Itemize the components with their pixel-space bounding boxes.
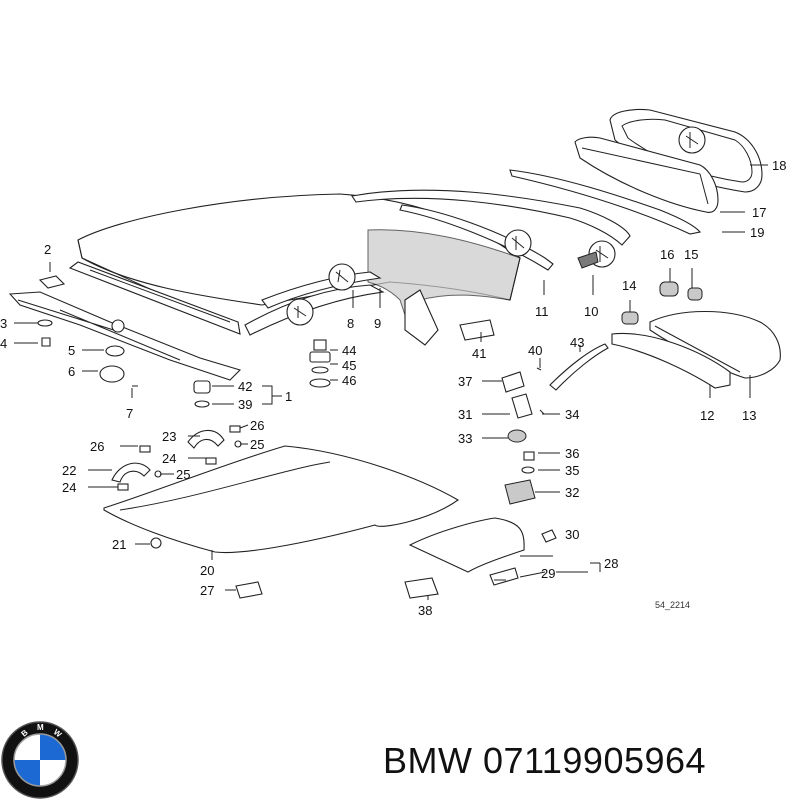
rear-panel [611,311,781,389]
callout-31: 31 [458,407,472,422]
callout-24a: 24 [162,451,176,466]
callout-33: 33 [458,431,472,446]
hardtop-shell [77,193,521,332]
callout-26a: 26 [90,439,104,454]
callout-21: 21 [112,537,126,552]
callout-27: 27 [200,583,214,598]
callout-45: 45 [342,358,356,373]
svg-text:W: W [52,727,64,739]
callout-43: 43 [570,335,584,350]
callout-34: 34 [565,407,579,422]
callout-36: 36 [565,446,579,461]
latch-parts [459,319,609,505]
callout-15: 15 [684,247,698,262]
stop-buffers [309,339,331,388]
callout-35: 35 [565,463,579,478]
callout-40: 40 [528,343,542,358]
callout-14: 14 [622,278,636,293]
drawing-code: 54_2214 [655,600,690,610]
callout-25b: 25 [176,467,190,482]
callout-24b: 24 [62,480,76,495]
part-number: 07119905964 [483,740,707,781]
callout-25a: 25 [250,437,264,452]
callout-32: 32 [565,485,579,500]
callout-8: 8 [347,316,354,331]
grab-handles [111,425,263,599]
callout-22: 22 [62,463,76,478]
callout-12: 12 [700,408,714,423]
trim-panel [404,517,557,599]
callout-39: 39 [238,397,252,412]
callout-18: 18 [772,158,786,173]
clip-icons [286,229,616,326]
roof-seal-strips [351,189,631,271]
leader-lines [14,164,768,600]
bmw-logo-icon: B M W [1,721,79,799]
callout-4: 4 [0,336,7,351]
callout-13: 13 [742,408,756,423]
callout-3: 3 [0,316,7,331]
rear-window-assembly [509,108,763,235]
brand-name: BMW [383,740,473,781]
callout-29: 29 [541,566,555,581]
callout-11: 11 [535,304,549,319]
headliner [103,445,460,554]
callout-19: 19 [750,225,764,240]
callout-37: 37 [458,374,472,389]
callout-23: 23 [162,429,176,444]
svg-text:M: M [37,723,44,732]
callout-20: 20 [200,563,214,578]
callout-9: 9 [374,316,381,331]
callout-16: 16 [660,247,674,262]
callout-42: 42 [238,379,252,394]
callout-26b: 26 [250,418,264,433]
callout-46: 46 [342,373,356,388]
callout-7: 7 [126,406,133,421]
part-number-caption: BMW 07119905964 [383,740,706,782]
callout-10: 10 [584,304,598,319]
callout-38: 38 [418,603,432,618]
callout-28: 28 [604,556,618,571]
callout-1: 1 [285,389,292,404]
callout-labels: 2 3 4 5 6 7 42 39 1 44 45 46 8 9 41 40 4… [0,158,786,618]
svg-text:B: B [20,728,30,739]
callout-41: 41 [472,346,486,361]
callout-5: 5 [68,343,75,358]
callout-6: 6 [68,364,75,379]
callout-30: 30 [565,527,579,542]
hardtop-frame [68,261,241,335]
left-bracket-assembly [8,275,242,408]
callout-2: 2 [44,242,51,257]
callout-17: 17 [752,205,766,220]
bushings [621,281,703,325]
callout-44: 44 [342,343,356,358]
